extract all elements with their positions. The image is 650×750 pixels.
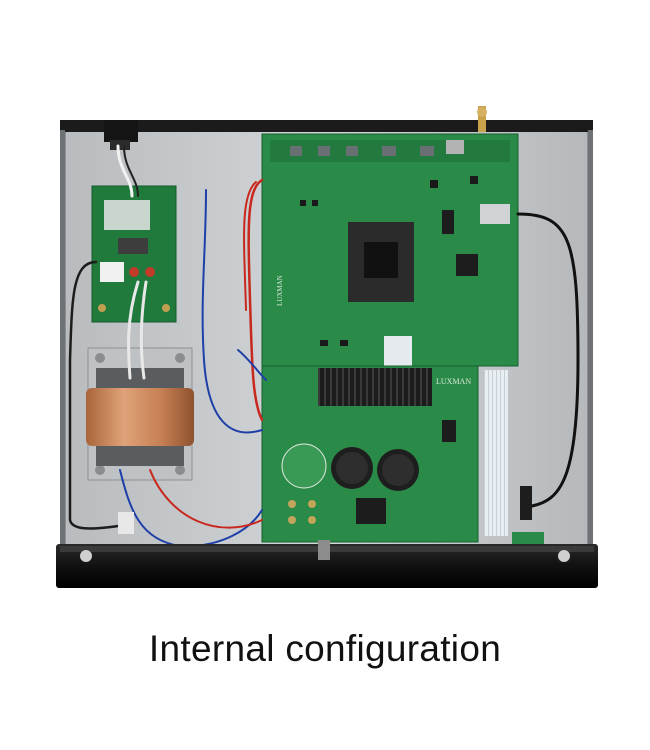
main-digital-board: LUXMAN: [261, 133, 519, 374]
heatsink: [318, 368, 432, 406]
chassis-interior-photo: LUXMAN LUXMAN: [56, 106, 598, 588]
amplifier-board: LUXMAN: [261, 365, 479, 543]
rear-panel-edge: [60, 120, 593, 132]
ribbon-cable: [484, 370, 508, 536]
board-marking-amp: LUXMAN: [436, 377, 471, 386]
power-transformer: [86, 347, 194, 481]
front-connector-board: [512, 532, 544, 546]
antenna-connector: [477, 106, 487, 132]
board-marking-main: LUXMAN: [276, 275, 284, 306]
image-caption: Internal configuration: [148, 628, 502, 669]
ac-inlet: [104, 120, 138, 150]
usb-connector: [480, 204, 510, 224]
cable-clamp: [118, 512, 134, 534]
cable-connector: [520, 486, 532, 520]
front-panel: [56, 540, 598, 588]
